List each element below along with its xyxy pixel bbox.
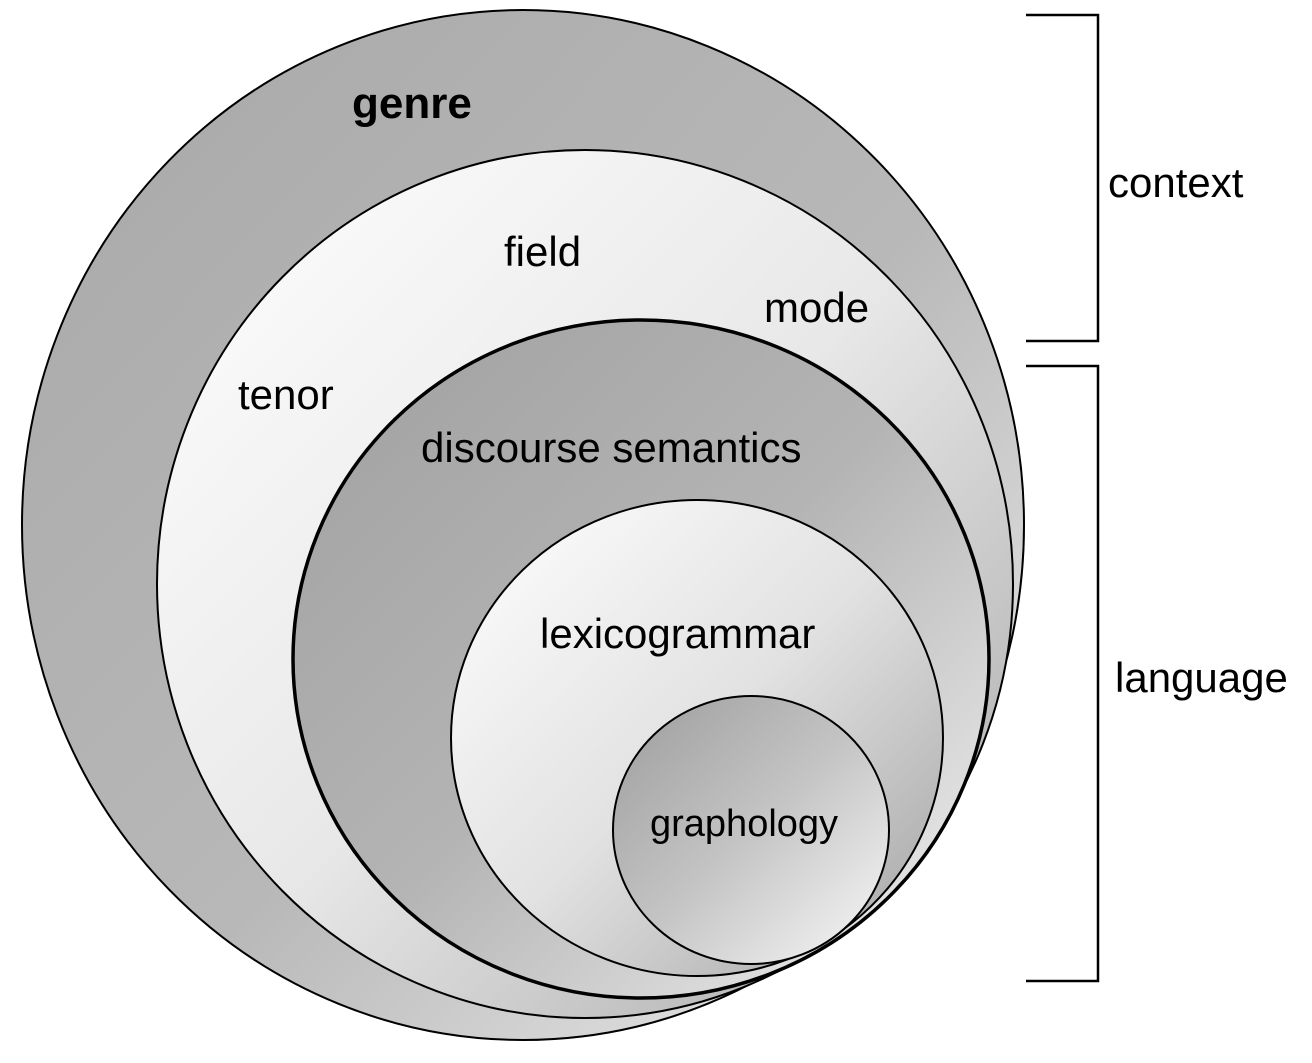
context-label: context (1108, 159, 1244, 206)
discourse-semantics-label: discourse semantics (421, 424, 801, 471)
tenor-label: tenor (238, 371, 334, 418)
language-bracket (1026, 364, 1100, 983)
lexicogrammar-label: lexicogrammar (540, 610, 815, 657)
genre-label: genre (352, 79, 472, 128)
language-label: language (1115, 654, 1288, 701)
graphology-label: graphology (650, 803, 838, 845)
graphology-circle (612, 695, 890, 965)
mode-label: mode (764, 284, 869, 331)
field-label: field (504, 228, 581, 275)
context-bracket (1026, 13, 1100, 343)
